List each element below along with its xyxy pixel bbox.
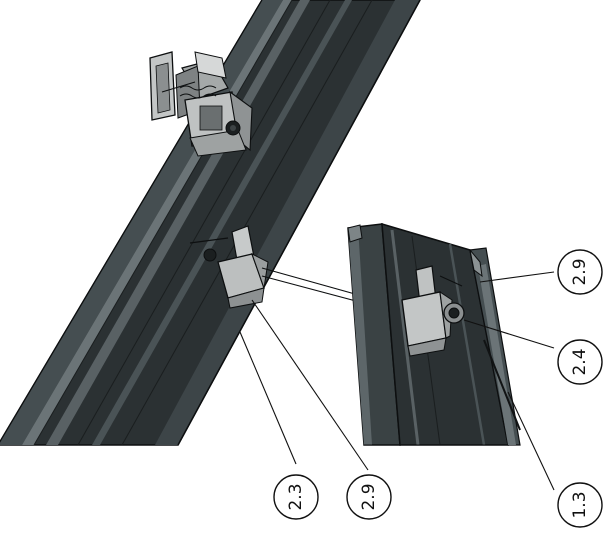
callout-label: 2.9 bbox=[359, 483, 379, 510]
top-mid-clamp bbox=[149, 51, 253, 157]
callout-label: 2.9 bbox=[570, 258, 590, 285]
callout-circle bbox=[273, 474, 319, 520]
callout-label: 2.4 bbox=[570, 348, 590, 375]
detail-rail bbox=[347, 222, 521, 446]
callout-circle bbox=[557, 339, 603, 385]
callout-circle bbox=[346, 474, 392, 520]
callout-label: 2.3 bbox=[286, 483, 306, 510]
callout-c2: 2.4 bbox=[557, 339, 603, 385]
callout-c4: 2.3 bbox=[273, 474, 319, 520]
callout-leaders bbox=[239, 271, 555, 491]
callout-circle bbox=[557, 482, 603, 528]
callout-c5: 2.9 bbox=[346, 474, 392, 520]
detail-end-clamp bbox=[401, 265, 465, 357]
callout-label: 1.3 bbox=[570, 491, 590, 518]
callout-c1: 2.9 bbox=[557, 249, 603, 295]
callout-circle bbox=[557, 249, 603, 295]
callout-c3: 1.3 bbox=[557, 482, 603, 528]
lower-end-clamp bbox=[189, 225, 269, 309]
